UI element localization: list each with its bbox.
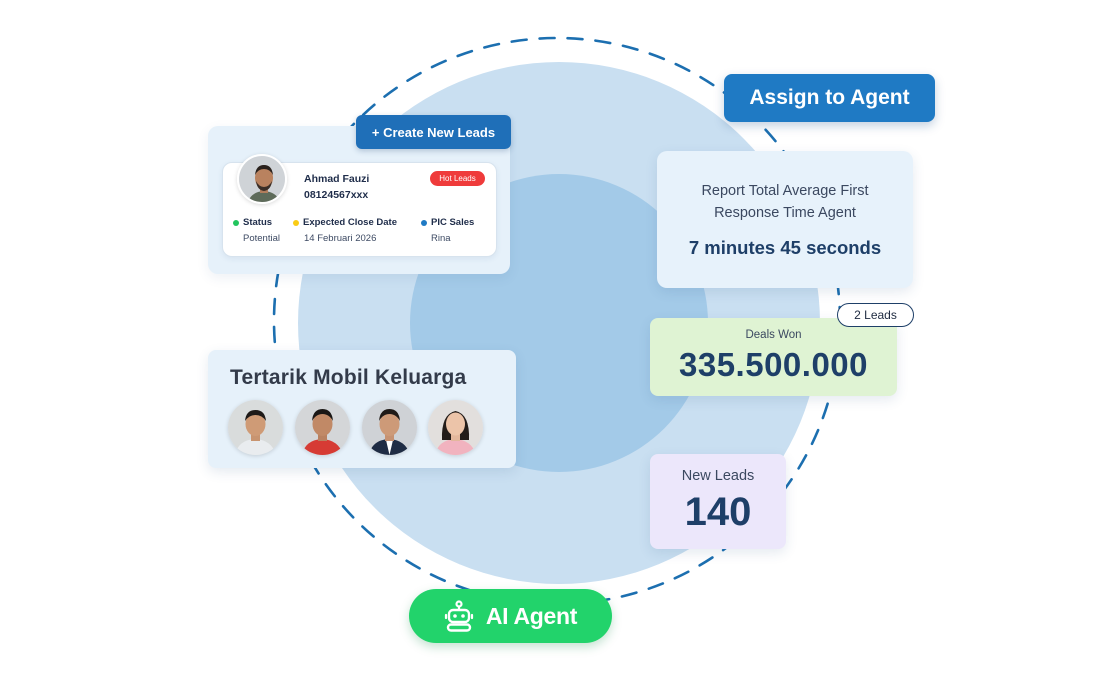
deals-won-card: Deals Won 335.500.000: [650, 318, 897, 396]
response-time-report-card: Report Total Average First Response Time…: [657, 151, 913, 288]
deals-won-label: Deals Won: [745, 329, 802, 341]
hot-leads-badge: Hot Leads: [430, 171, 485, 186]
pic-sales-field-label: PIC Sales: [421, 217, 474, 228]
new-leads-card: New Leads 140: [650, 454, 786, 549]
new-leads-value: 140: [684, 490, 752, 534]
lead-avatar: [237, 154, 287, 204]
avatar: [428, 400, 483, 455]
ai-agent-label: AI Agent: [485, 602, 578, 629]
pic-sales-field-value: Rina: [431, 233, 451, 244]
report-title: Report Total Average First Response Time…: [701, 183, 869, 221]
lead-phone: 08124567xxx: [304, 189, 369, 201]
status-dot-icon: [233, 219, 239, 226]
create-new-leads-button[interactable]: + Create New Leads: [356, 115, 511, 149]
assign-to-agent-button[interactable]: Assign to Agent: [724, 74, 935, 122]
robot-icon: [444, 600, 473, 632]
new-leads-label: New Leads: [681, 468, 755, 484]
pic-sales-dot-icon: [421, 219, 427, 226]
ai-agent-button[interactable]: AI Agent: [409, 589, 612, 643]
lead-name: Ahmad Fauzi: [304, 173, 370, 185]
status-field-value: Potential: [243, 233, 280, 244]
avatar: [362, 400, 417, 455]
close-date-field-label: Expected Close Date: [293, 217, 397, 228]
close-date-dot-icon: [293, 219, 299, 226]
avatar: [228, 400, 283, 455]
interest-title: Tertarik Mobil Keluarga: [230, 366, 467, 389]
close-date-field-value: 14 Februari 2026: [304, 233, 377, 244]
avatar: [295, 400, 350, 455]
status-field-label: Status: [233, 217, 272, 228]
deals-won-value: 335.500.000: [678, 346, 868, 383]
leads-count-badge: 2 Leads: [837, 303, 914, 327]
report-value: 7 minutes 45 seconds: [688, 237, 882, 258]
